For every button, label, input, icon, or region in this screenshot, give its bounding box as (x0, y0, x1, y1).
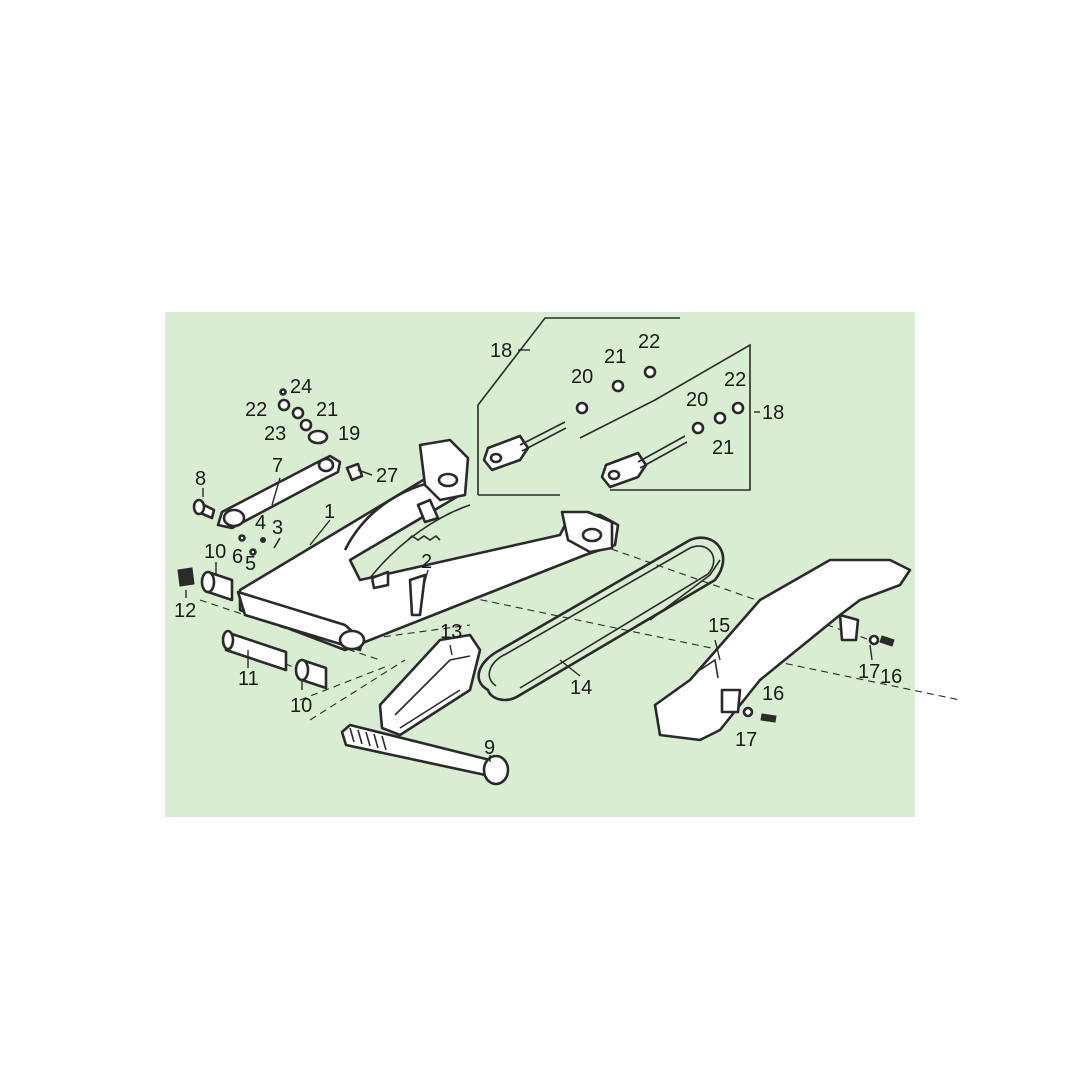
callout-24: 24 (290, 376, 312, 398)
callout-12: 12 (174, 600, 196, 622)
spring-clip (407, 498, 441, 541)
torque-rod (216, 454, 342, 530)
bushings (177, 567, 328, 690)
callout-16-upper: 16 (880, 666, 902, 688)
chain-slider (378, 633, 482, 737)
leader-lines (185, 349, 873, 762)
callout-21-left: 21 (604, 346, 626, 368)
small-hardware-upper (277, 388, 373, 482)
adjuster-kit-bracket-right (579, 343, 751, 491)
callout-17-upper: 17 (858, 661, 880, 683)
chain-guard (653, 558, 912, 742)
callout-16-lower: 16 (762, 683, 784, 705)
callout-3: 3 (272, 517, 283, 539)
callout-5: 5 (245, 553, 256, 575)
callout-20-right: 20 (686, 389, 708, 411)
swingarm (236, 438, 620, 652)
callout-14: 14 (570, 677, 592, 699)
callout-labels: 1 2 3 4 5 6 7 8 9 10 10 11 12 13 14 15 1… (174, 331, 902, 759)
callout-2: 2 (421, 551, 432, 573)
callout-1: 1 (324, 501, 335, 523)
callout-19: 19 (338, 423, 360, 445)
chain-adjuster-right (600, 401, 745, 489)
drive-chain (477, 536, 725, 702)
callout-11: 11 (238, 668, 259, 690)
callout-21-upper: 21 (316, 399, 338, 421)
callout-23: 23 (264, 423, 286, 445)
callout-21-right: 21 (712, 437, 734, 459)
bolt-8 (192, 498, 216, 520)
callout-20-left: 20 (571, 366, 593, 388)
callout-18-right: 18 (762, 402, 784, 424)
chain-adjuster-left (482, 365, 657, 472)
callout-8: 8 (195, 468, 206, 490)
callout-22-left: 22 (638, 331, 660, 353)
callout-6: 6 (232, 546, 243, 568)
callout-18-left: 18 (490, 340, 512, 362)
callout-22-upper: 22 (245, 399, 267, 421)
callout-22-right: 22 (724, 369, 746, 391)
callout-10-bottom: 10 (290, 695, 312, 717)
adjuster-kit-bracket-left (477, 317, 680, 496)
callout-10-top: 10 (204, 541, 226, 563)
axle-bolt (340, 723, 510, 786)
callout-4: 4 (255, 512, 266, 534)
callout-7: 7 (272, 455, 283, 477)
callout-15: 15 (708, 615, 730, 637)
guard-bolts (742, 634, 895, 723)
callout-13: 13 (440, 621, 462, 643)
callout-17-lower: 17 (735, 729, 757, 751)
callout-27: 27 (376, 465, 398, 487)
small-hardware-lower (238, 534, 281, 556)
callout-9: 9 (484, 737, 495, 759)
